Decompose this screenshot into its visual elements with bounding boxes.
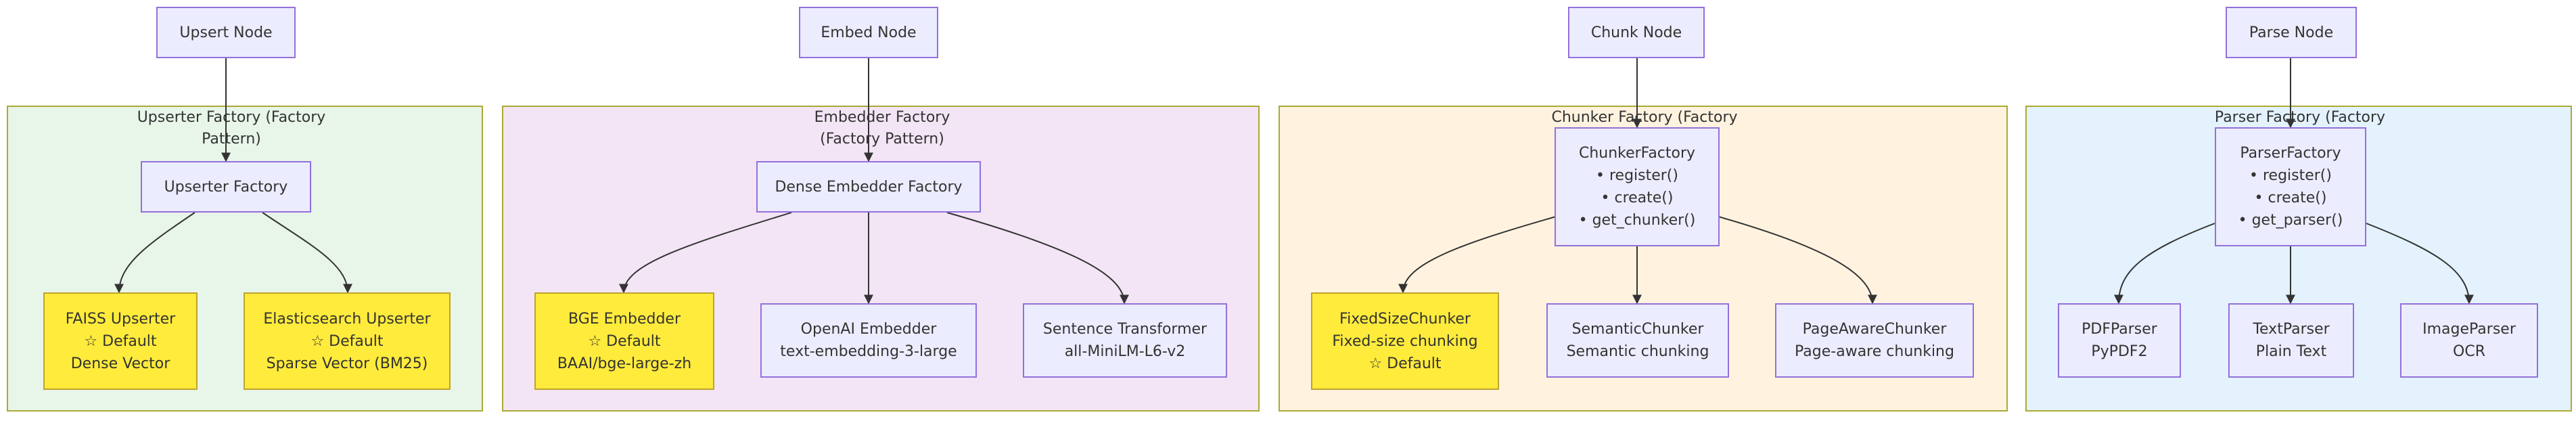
node-label: BGE Embedder <box>568 310 681 328</box>
node-detail: BAAI/bge-large-zh <box>557 355 692 372</box>
cluster-title: Chunker Factory (Factory <box>1475 107 1814 129</box>
cluster-title-line: Parser Factory (Factory <box>2214 109 2386 126</box>
page-aware-chunker-node: PageAwareChunker Page-aware chunking <box>1775 303 1974 378</box>
method-item: • register() <box>2249 167 2332 184</box>
node-detail: Sparse Vector (BM25) <box>266 355 428 372</box>
cluster-title-line: Upserter Factory (Factory <box>137 109 326 126</box>
node-detail: Fixed-size chunking <box>1332 332 1478 350</box>
embed-node: Embed Node <box>799 7 938 58</box>
edge-factory-to-image <box>2366 223 2474 305</box>
node-detail: text-embedding-3-large <box>780 343 957 360</box>
node-detail: PyPDF2 <box>2091 343 2148 360</box>
cluster-title-line: Embedder Factory <box>814 109 950 126</box>
node-label: PageAwareChunker <box>1802 321 1947 338</box>
fixed-size-chunker-node: FixedSizeChunker Fixed-size chunking ☆ D… <box>1311 292 1499 390</box>
node-label: FAISS Upserter <box>65 310 176 328</box>
faiss-upserter-node: FAISS Upserter ☆ Default Dense Vector <box>43 292 198 390</box>
cluster-title-line: Chunker Factory (Factory <box>1551 109 1738 126</box>
node-label: Chunk Node <box>1590 24 1682 41</box>
method-item: • create() <box>1601 190 1674 206</box>
node-detail: Page-aware chunking <box>1795 343 1954 360</box>
node-label: Embed Node <box>821 24 917 41</box>
cluster-title-line: Pattern) <box>202 131 261 148</box>
node-label: Sentence Transformer <box>1042 321 1208 338</box>
text-parser-node: TextParser Plain Text <box>2228 303 2354 378</box>
node-label: Dense Embedder Factory <box>775 178 963 196</box>
node-detail: all-MiniLM-L6-v2 <box>1064 343 1186 360</box>
node-label: ChunkerFactory <box>1578 145 1696 162</box>
node-detail: Plain Text <box>2255 343 2327 360</box>
default-badge: ☆ Default <box>588 332 661 350</box>
node-label: SemanticChunker <box>1571 321 1704 338</box>
edge-factory-to-faiss <box>114 212 196 294</box>
openai-embedder-node: OpenAI Embedder text-embedding-3-large <box>760 303 977 378</box>
parser-factory-node: ParserFactory • register() • create() • … <box>2215 127 2366 246</box>
node-label: PDFParser <box>2082 321 2157 338</box>
cluster-title: Parser Factory (Factory <box>2131 107 2469 129</box>
default-badge: ☆ Default <box>1368 355 1442 372</box>
node-label: ImageParser <box>2422 321 2516 338</box>
edge-factory-to-bge <box>619 212 792 294</box>
node-label: Upserter Factory <box>164 178 288 196</box>
cluster-title-line: (Factory Pattern) <box>820 131 944 148</box>
default-badge: ☆ Default <box>84 332 157 350</box>
pdf-parser-node: PDFParser PyPDF2 <box>2058 303 2181 378</box>
default-badge: ☆ Default <box>310 332 384 350</box>
method-item: • register() <box>1596 167 1678 184</box>
edge-factory-to-elasticsearch <box>262 212 352 294</box>
dense-embedder-factory-node: Dense Embedder Factory <box>756 161 981 213</box>
cluster-title: Embedder Factory (Factory Pattern) <box>747 107 1017 150</box>
node-detail: Semantic chunking <box>1566 343 1709 360</box>
edge-factory-to-pageaware <box>1718 216 1877 305</box>
upserter-factory-node: Upserter Factory <box>141 161 311 213</box>
node-label: Elasticsearch Upserter <box>263 310 431 328</box>
semantic-chunker-node: SemanticChunker Semantic chunking <box>1546 303 1729 378</box>
chunker-factory-node: ChunkerFactory • register() • create() •… <box>1555 127 1720 246</box>
node-label: ParserFactory <box>2240 145 2341 162</box>
elasticsearch-upserter-node: Elasticsearch Upserter ☆ Default Sparse … <box>244 292 451 390</box>
image-parser-node: ImageParser OCR <box>2400 303 2538 378</box>
node-detail: OCR <box>2453 343 2485 360</box>
sentence-transformer-node: Sentence Transformer all-MiniLM-L6-v2 <box>1023 303 1227 378</box>
node-label: Upsert Node <box>179 24 273 41</box>
bge-embedder-node: BGE Embedder ☆ Default BAAI/bge-large-zh <box>534 292 714 390</box>
method-item: • get_chunker() <box>1578 212 1696 229</box>
chunk-node: Chunk Node <box>1568 7 1705 58</box>
cluster-title: Upserter Factory (Factory Pattern) <box>103 107 360 150</box>
edge-factory-to-pdf <box>2114 223 2215 305</box>
node-label: FixedSizeChunker <box>1339 310 1471 328</box>
parse-node: Parse Node <box>2226 7 2357 58</box>
method-item: • create() <box>2254 190 2327 206</box>
node-detail: Dense Vector <box>70 355 170 372</box>
node-label: OpenAI Embedder <box>800 321 937 338</box>
node-label: Parse Node <box>2249 24 2334 41</box>
node-label: TextParser <box>2253 321 2330 338</box>
method-item: • get_parser() <box>2238 212 2343 229</box>
edge-factory-to-sentence <box>946 212 1129 305</box>
upsert-node: Upsert Node <box>156 7 296 58</box>
edge-factory-to-fixed <box>1398 216 1557 294</box>
